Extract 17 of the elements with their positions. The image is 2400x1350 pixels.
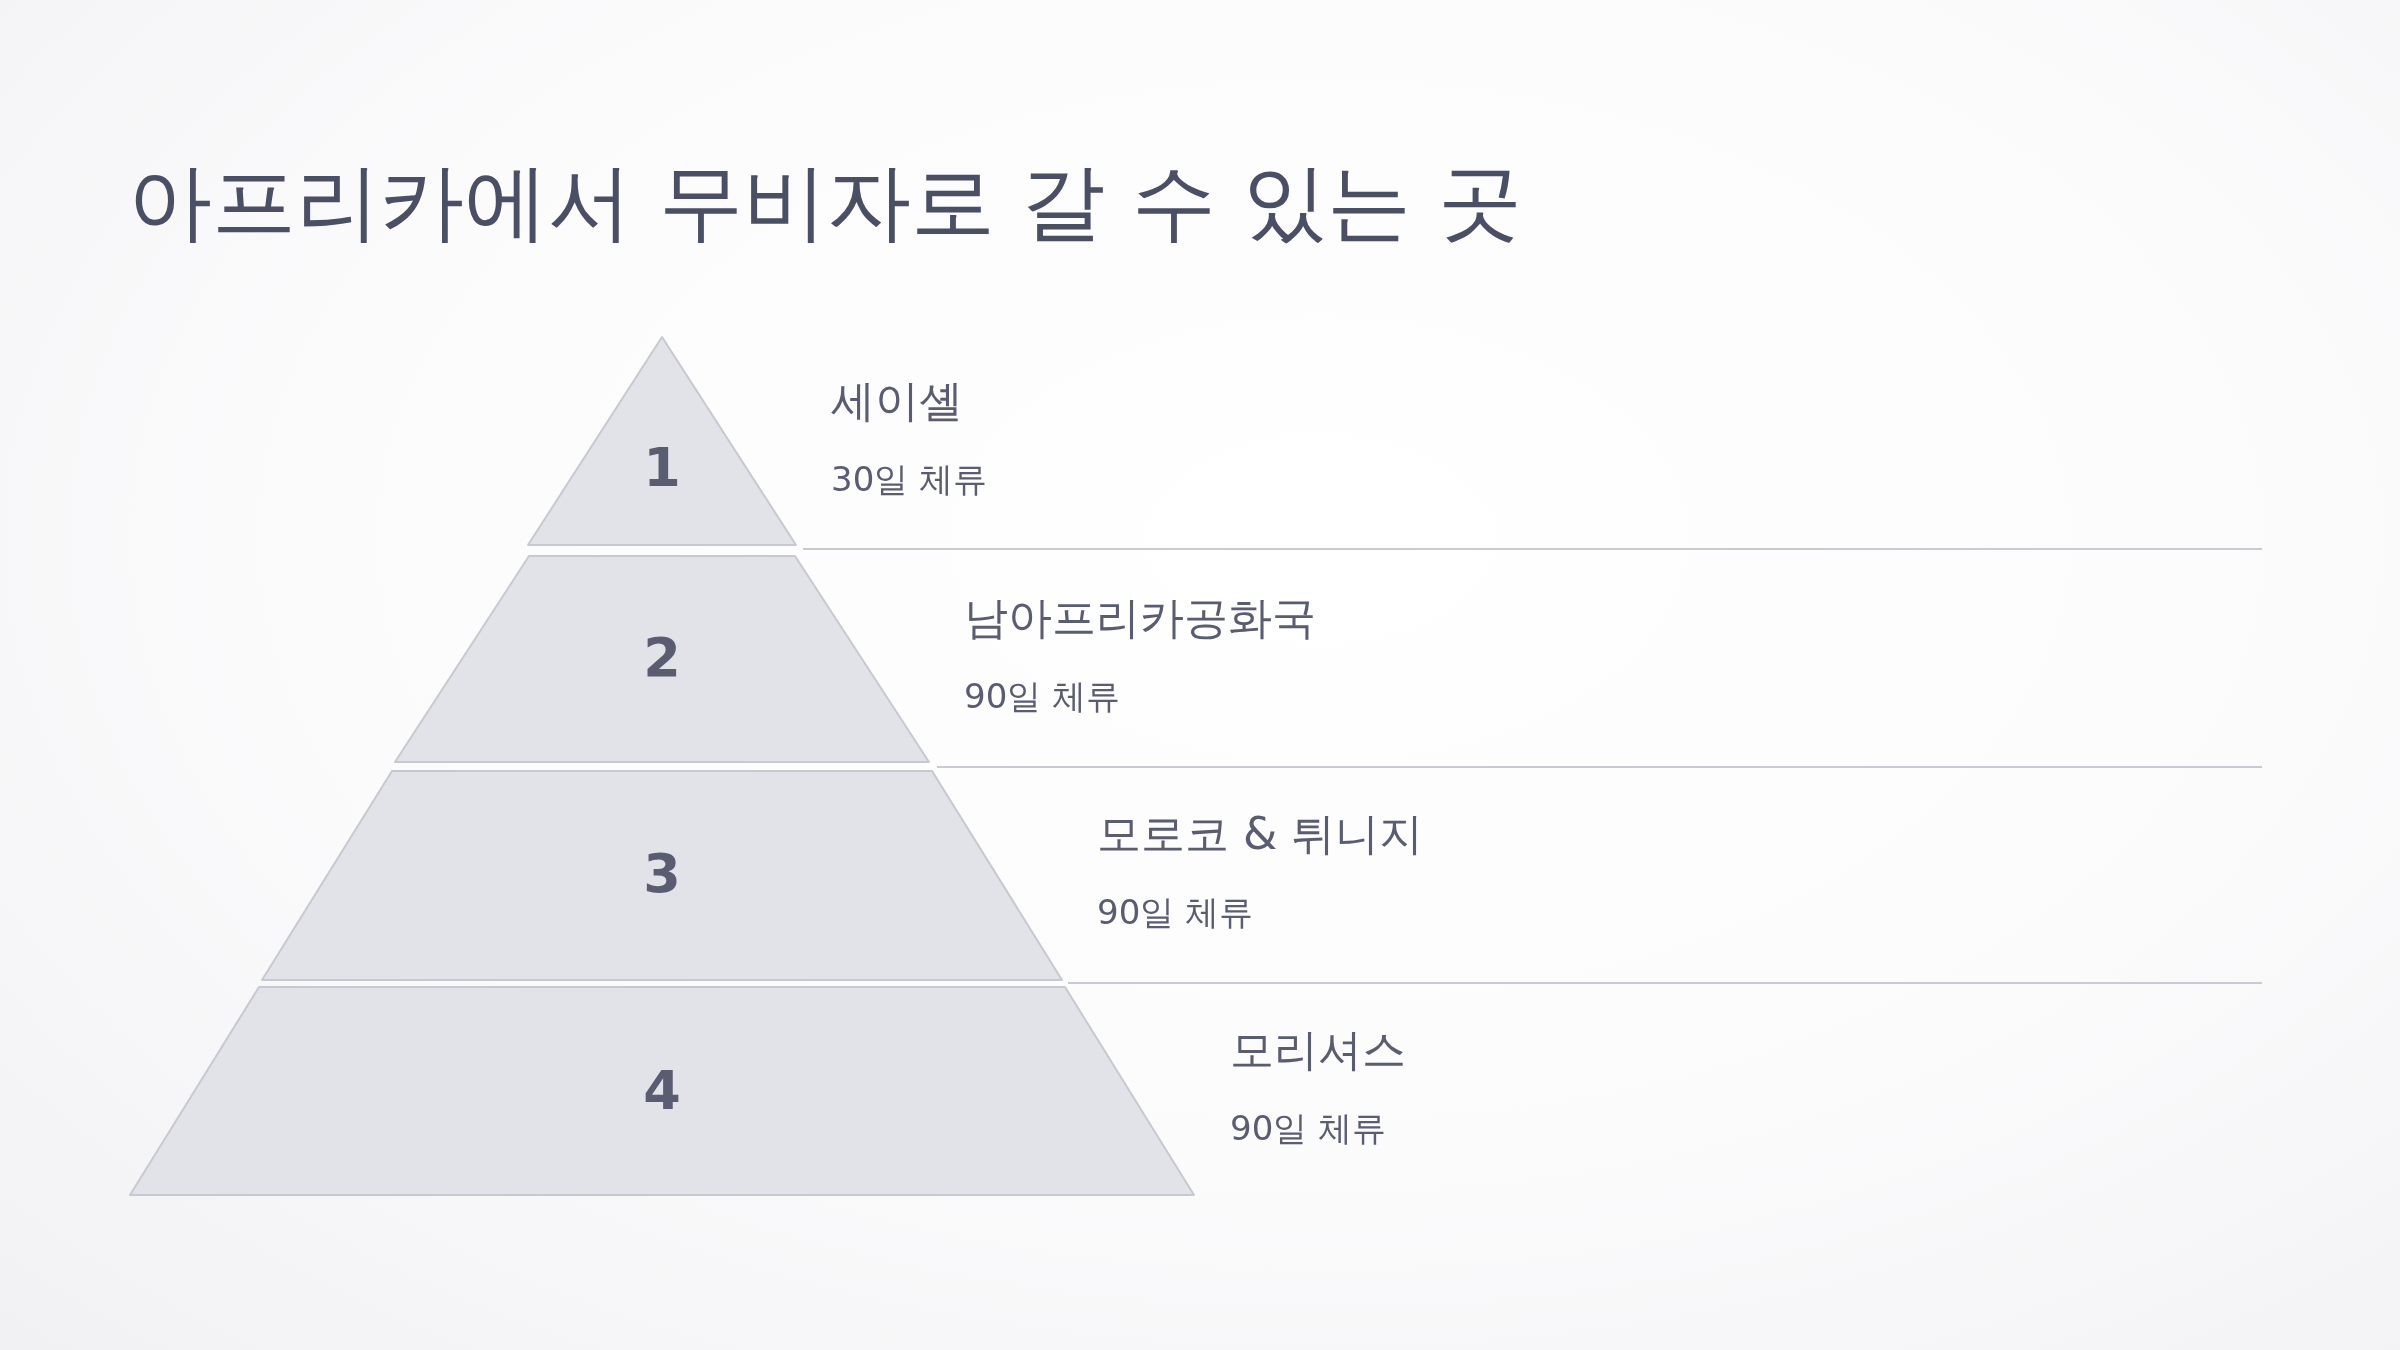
stay-duration: 30일 체류: [831, 458, 988, 500]
pyramid-tier: [528, 337, 796, 545]
slide-title: 아프리카에서 무비자로 갈 수 있는 곳: [128, 152, 1522, 253]
country-name: 모로코 & 튀니지: [1097, 807, 1424, 861]
tier-number: 2: [643, 628, 681, 688]
country-name: 남아프리카공화국: [964, 591, 1316, 645]
tier-number: 1: [643, 438, 681, 498]
pyramid-tier: [130, 987, 1194, 1195]
country-name: 세이셸: [831, 374, 963, 428]
pyramid-tier: [395, 556, 929, 762]
stay-duration: 90일 체류: [964, 675, 1121, 717]
tier-number: 3: [643, 844, 681, 904]
pyramid-tier: [262, 771, 1062, 980]
stay-duration: 90일 체류: [1097, 891, 1254, 933]
country-name: 모리셔스: [1230, 1023, 1406, 1077]
stay-duration: 90일 체류: [1230, 1107, 1387, 1149]
tier-number: 4: [643, 1061, 681, 1121]
